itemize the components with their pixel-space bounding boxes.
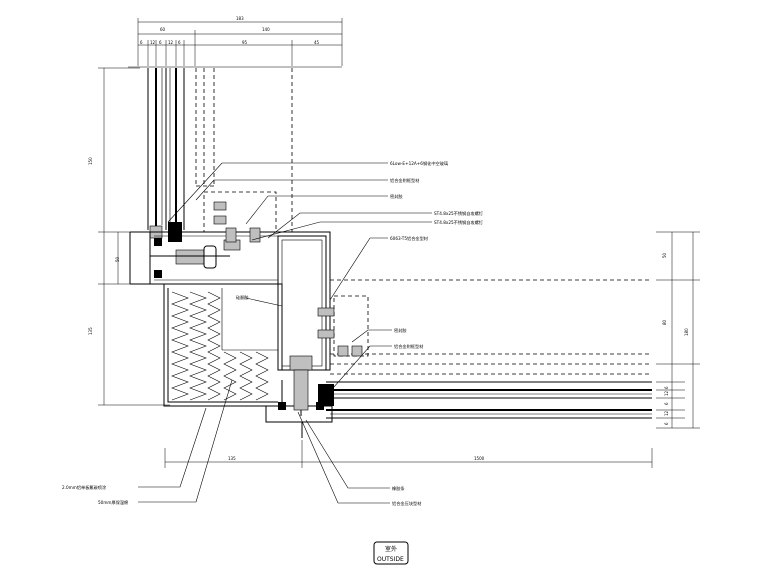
dim-top-sub-mid: 95 [242, 40, 248, 45]
bottom-dimension-chain: 135 1500 [164, 440, 653, 468]
leader-lines [138, 162, 432, 504]
top-dimension-chain: 183 60 140 6 12 6 12 6 95 45 [128, 16, 343, 68]
callout-silicone: 硅酮胶 [236, 294, 249, 301]
callout-screw-1: ST4.8x25不锈钢自攻螺钉 [434, 210, 484, 217]
dim-top-right: 140 [262, 27, 270, 32]
callout-insulated-glass: 6Low-E+12A+6钢化中空玻璃 [390, 160, 448, 167]
vertical-glass-panel [147, 68, 185, 242]
dim-bottom-left: 135 [228, 456, 236, 461]
outside-badge: 室外 OUTSIDE [373, 541, 409, 565]
callout-insulation-wool: 50mm厚保温棉 [98, 499, 128, 506]
dim-right-seg-2: 80 [662, 319, 667, 325]
dim-top-seg-2: 12 [150, 40, 156, 45]
aluminium-frame-profile [129, 227, 331, 371]
dim-right-overall: 180 [684, 328, 689, 336]
dim-top-seg-1: 6 [140, 40, 143, 45]
left-dimension-chain: 150 50 135 [88, 67, 170, 406]
badge-bottom-text: OUTSIDE [377, 556, 404, 563]
dim-top-seg-5: 6 [178, 40, 181, 45]
callout-labels: 6Low-E+12A+6钢化中空玻璃 铝合金附框型材 密封胶 ST4.8x25不… [62, 160, 484, 507]
dim-top-seg-3: 6 [159, 40, 162, 45]
glass-spacer-block-lower [318, 384, 334, 406]
dim-left-lower: 135 [88, 327, 93, 335]
dim-right-seg-7: 6 [664, 422, 669, 425]
dim-right-seg-6: 12 [664, 410, 669, 416]
insulation-box [163, 284, 283, 407]
callout-pressure-plate: 铝合金压块型材 [392, 500, 421, 507]
upper-dashed-outline [195, 68, 293, 233]
dim-left-upper: 150 [88, 157, 93, 165]
callout-subframe-lower: 铝合金附框型材 [394, 343, 423, 350]
dim-right-seg-1: 50 [662, 252, 667, 258]
callout-sealant-upper: 密封胶 [390, 193, 403, 200]
callout-sealant-lower: 密封胶 [394, 327, 407, 334]
badge-top-text: 室外 [385, 545, 397, 553]
callout-subframe-profile: 铝合金附框型材 [390, 177, 419, 184]
callout-rubber-strip: 橡胶条 [392, 485, 405, 492]
dim-right-seg-5: 6 [664, 402, 669, 405]
right-dimension-chain: 50 80 6 12 6 12 6 180 [656, 231, 700, 429]
dim-top-overall: 183 [236, 16, 244, 21]
dim-top-seg-4: 12 [168, 40, 174, 45]
callout-aluminium-panel: 2.0mm铝单板氟碳喷涂 [62, 484, 107, 491]
pressure-plate [265, 355, 333, 438]
dim-top-left: 60 [160, 27, 166, 32]
dim-bottom-right: 1500 [474, 456, 485, 461]
dim-left-mid: 50 [115, 256, 120, 262]
callout-aluminium-profile: 6063-T5铝合金型材 [390, 235, 428, 242]
dim-top-sub-right: 45 [314, 40, 320, 45]
dim-right-seg-3: 6 [664, 386, 669, 389]
callout-screw-2: ST4.8x25不锈钢自攻螺钉 [434, 219, 484, 226]
horizontal-glass-panel [318, 279, 652, 419]
dim-right-seg-4: 12 [664, 390, 669, 396]
anchor-dashed-box [213, 201, 369, 357]
